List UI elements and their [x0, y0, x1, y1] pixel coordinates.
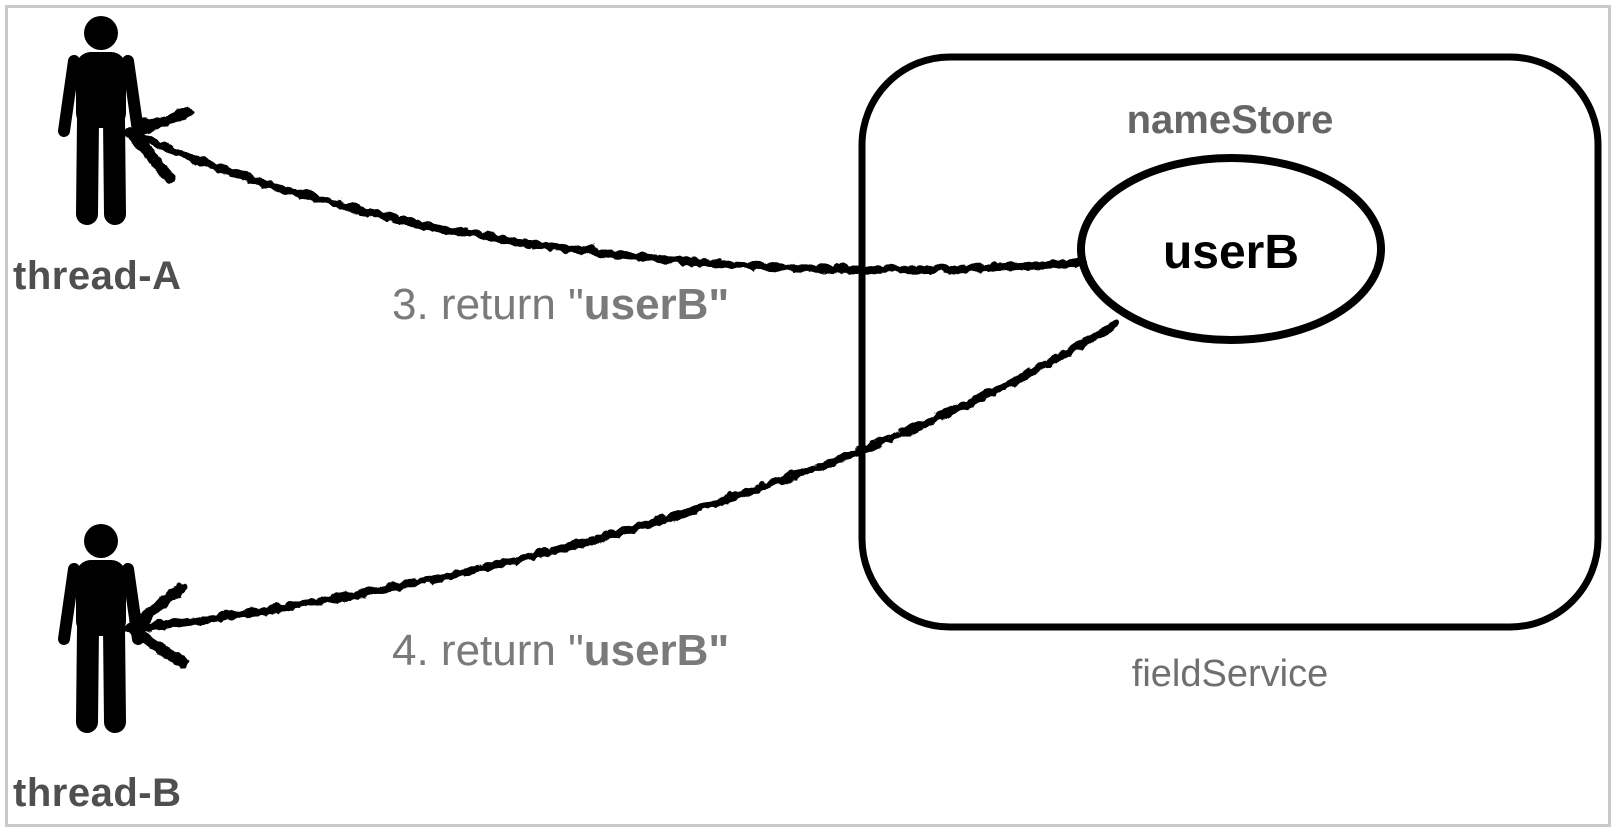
value-node-ellipse — [1077, 154, 1385, 344]
container-title: nameStore — [1126, 98, 1334, 142]
arrow-return-thread-a — [123, 105, 1087, 272]
message-label-4: 4. return "userB" — [392, 629, 729, 673]
actor-label-thread-a: thread-A — [13, 254, 182, 298]
value-node-label: userB — [1162, 226, 1300, 279]
message-3-text: 3. return " — [392, 280, 584, 329]
message-4-value: userB" — [583, 626, 730, 675]
container-caption: fieldService — [1131, 653, 1329, 695]
message-4-text: 4. return " — [392, 626, 584, 675]
person-icon-thread-a — [64, 16, 138, 214]
message-label-3: 3. return "userB" — [392, 283, 729, 327]
message-3-value: userB" — [583, 280, 730, 329]
actor-label-thread-b: thread-B — [13, 771, 182, 815]
